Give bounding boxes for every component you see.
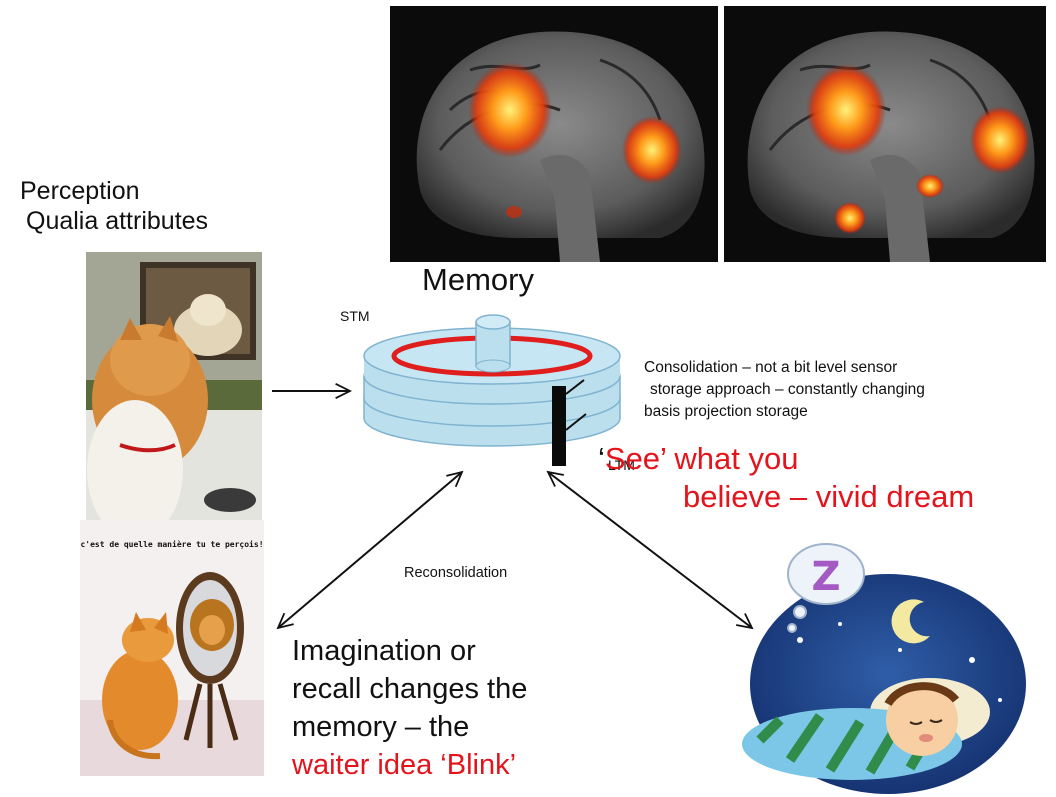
brain-scan-left <box>390 6 718 262</box>
svg-text:Z: Z <box>811 554 840 600</box>
imagination-line-1: Imagination or <box>292 632 527 670</box>
kitten-mirror-caption: c'est de quelle manière tu te perçois! <box>80 539 263 549</box>
imagination-line-4: waiter idea ‘Blink’ <box>292 746 527 784</box>
perception-line-2: Qualia attributes <box>20 206 208 236</box>
see-believe-line-1: See’ what you <box>605 441 799 476</box>
memory-disk-stack <box>364 315 620 466</box>
consolidation-note: Consolidation – not a bit level sensor s… <box>644 357 925 423</box>
consolidation-line-2: storage approach – constantly changing <box>644 379 925 401</box>
imagination-note: Imagination or recall changes the memory… <box>292 632 527 784</box>
perception-label: Perception Qualia attributes <box>20 176 208 236</box>
perception-line-1: Perception <box>20 176 208 206</box>
imagination-line-3: memory – the <box>292 708 527 746</box>
cat-mirror-photo <box>86 252 262 540</box>
stm-label: STM <box>340 308 370 324</box>
see-believe-line-2: believe – vivid dream <box>598 478 974 516</box>
consolidation-line-3: basis projection storage <box>644 401 925 423</box>
consolidation-line-1: Consolidation – not a bit level sensor <box>644 357 925 379</box>
see-believe-note: ‘See’ what you believe – vivid dream <box>598 440 974 516</box>
kitten-lion-mirror-picture <box>80 520 264 776</box>
brain-scan-right <box>724 6 1046 262</box>
imagination-line-2: recall changes the <box>292 670 527 708</box>
reconsolidation-label: Reconsolidation <box>404 565 507 581</box>
see-believe-quote: ‘ <box>598 441 605 476</box>
imagination-memory-arrow <box>278 472 462 628</box>
memory-title: Memory <box>422 262 534 298</box>
sleeping-child-picture: Z <box>742 544 1026 794</box>
